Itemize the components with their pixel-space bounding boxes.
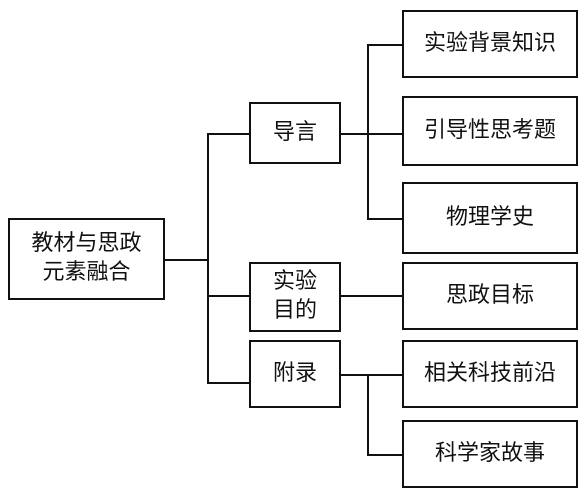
connector-intro-child-3	[367, 218, 402, 220]
leaf-node-scientist-stories: 科学家故事	[402, 420, 578, 488]
connector-intro-vertical	[367, 44, 369, 219]
leaf-node-ideological-goal: 思政目标	[402, 262, 578, 330]
connector-intro-child-1	[367, 44, 402, 46]
connector-intro-stem	[340, 133, 368, 135]
branch-node-purpose: 实验 目的	[249, 262, 341, 332]
connector-trunk-purpose	[207, 295, 249, 297]
connector-root-trunk	[164, 259, 208, 261]
leaf-node-experiment-background: 实验背景知识	[402, 10, 578, 78]
branch-node-intro: 导言	[249, 102, 341, 164]
leaf-node-physics-history: 物理学史	[402, 182, 578, 254]
connector-trunk-vertical	[207, 133, 209, 384]
branch-node-appendix: 附录	[249, 340, 341, 408]
leaf-node-tech-frontier: 相关科技前沿	[402, 340, 578, 408]
connector-appendix-stem	[340, 374, 402, 376]
leaf-node-guiding-questions: 引导性思考题	[402, 96, 578, 166]
connector-appendix-child-2	[367, 454, 402, 456]
connector-intro-child-2	[367, 133, 402, 135]
connector-trunk-appendix	[207, 382, 249, 384]
connector-purpose-child	[340, 295, 402, 297]
connector-appendix-vertical	[367, 374, 369, 455]
connector-trunk-intro	[207, 133, 249, 135]
root-node: 教材与思政 元素融合	[8, 218, 165, 300]
